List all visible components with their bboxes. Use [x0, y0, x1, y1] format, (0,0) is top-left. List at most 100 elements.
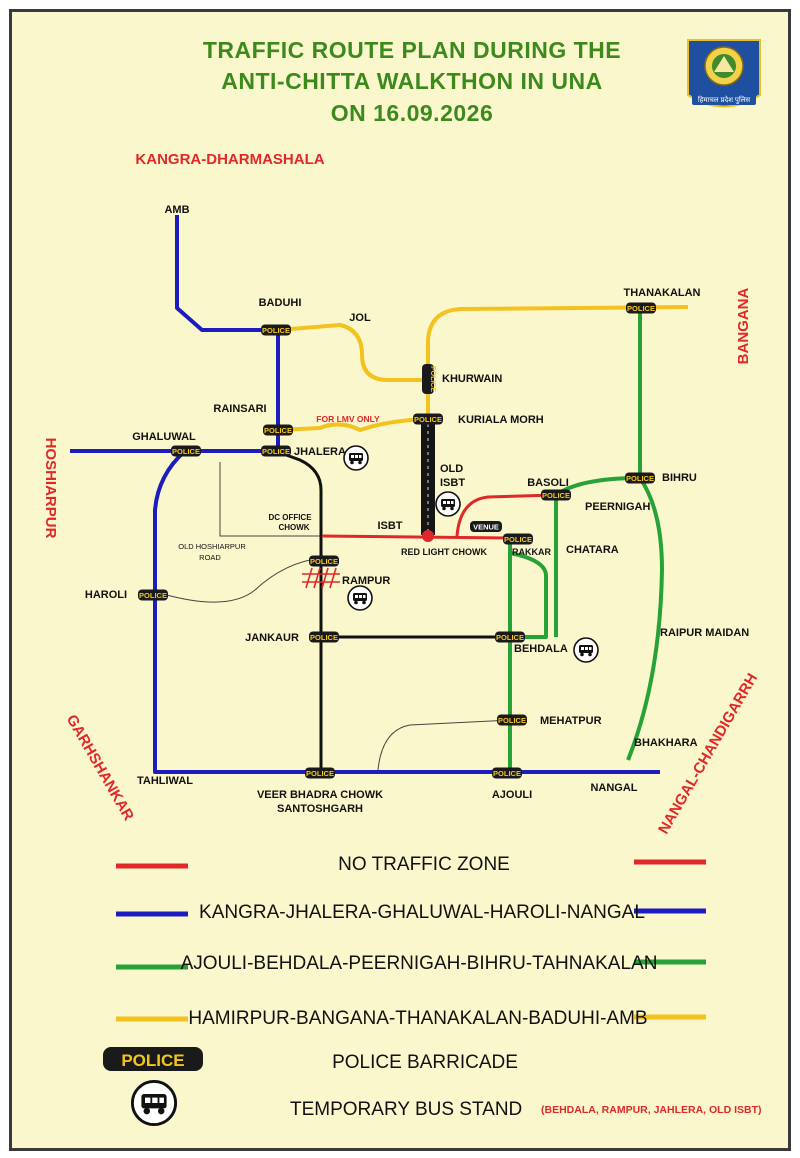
- himachal-police-emblem-icon: हिमाचल प्रदेश पुलिस: [687, 39, 761, 108]
- label-nangal: NANGAL: [590, 782, 637, 794]
- svg-text:POLICE: POLICE: [262, 326, 290, 335]
- label-basoli: BASOLI: [527, 477, 569, 489]
- label-baduhi: BADUHI: [259, 297, 302, 309]
- old-isbt-closed-road: [421, 420, 435, 535]
- police-barricade: POLICE: [541, 489, 571, 501]
- police-barricade: POLICE: [497, 714, 527, 726]
- police-barricade: POLICE: [413, 413, 443, 425]
- bus-stand-icon: [435, 491, 461, 517]
- police-barricade: POLICE: [171, 445, 201, 457]
- police-barricade: POLICE: [495, 631, 525, 643]
- svg-text:VENUE: VENUE: [473, 523, 499, 532]
- label-khurwain: KHURWAIN: [442, 373, 502, 385]
- region-hoshiarpur: HOSHIARPUR: [42, 438, 59, 539]
- svg-text:POLICE: POLICE: [504, 535, 532, 544]
- black-roads: [277, 450, 510, 772]
- label-dc-office-1: DC OFFICE: [268, 513, 312, 522]
- police-barricade: POLICE: [263, 424, 293, 436]
- title-line-1: TRAFFIC ROUTE PLAN DURING THE: [203, 37, 621, 63]
- police-barricade: POLICE: [138, 589, 168, 601]
- label-old-isbt-1: OLD: [440, 463, 463, 475]
- bus-stand-icon: [343, 445, 369, 471]
- legend-police-barricade: POLICE BARRICADE: [332, 1052, 518, 1073]
- label-old-hoshiarpur-1: OLD HOSHIARPUR: [178, 542, 246, 551]
- police-barricade: POLICE: [503, 533, 533, 545]
- police-barricade-khurwain: POLICE: [422, 364, 436, 394]
- title-line-2: ANTI-CHITTA WALKTHON IN UNA: [221, 68, 602, 94]
- emblem-text: हिमाचल प्रदेश पुलिस: [698, 95, 751, 104]
- title-line-3: ON 16.09.2026: [331, 100, 494, 126]
- label-mehatpur: MEHATPUR: [540, 715, 602, 727]
- svg-text:POLICE: POLICE: [414, 415, 442, 424]
- region-nangal-chandigarh: NANGAL-CHANDIGARRH: [655, 670, 761, 837]
- label-red-light-chowk: RED LIGHT CHOWK: [401, 547, 487, 557]
- green-route: [508, 307, 664, 772]
- legend: NO TRAFFIC ZONE KANGRA-JHALERA-GHALUWAL-…: [103, 854, 762, 1127]
- label-jol: JOL: [349, 312, 371, 324]
- label-jankaur: JANKAUR: [245, 632, 299, 644]
- legend-temporary-bus-stand: TEMPORARY BUS STAND: [290, 1099, 522, 1120]
- label-bihru: BIHRU: [662, 472, 697, 484]
- svg-text:POLICE: POLICE: [121, 1051, 184, 1070]
- label-bhakhara: BHAKHARA: [634, 737, 698, 749]
- bus-stand-icon: [347, 585, 373, 611]
- label-dc-office-2: CHOWK: [278, 523, 309, 532]
- venue-badge: VENUE: [470, 521, 502, 532]
- minor-roads: [162, 462, 513, 771]
- svg-text:POLICE: POLICE: [493, 769, 521, 778]
- label-rakkar: RAKKAR: [512, 547, 551, 557]
- label-old-isbt-2: ISBT: [440, 477, 465, 489]
- label-haroli: HAROLI: [85, 589, 127, 601]
- region-garhshankar: GARHSHANKAR: [63, 712, 137, 824]
- label-jhalera: JHALERA: [294, 446, 346, 458]
- legend-blue-route: KANGRA-JHALERA-GHALUWAL-HAROLI-NANGAL: [199, 902, 645, 923]
- legend-no-traffic-zone: NO TRAFFIC ZONE: [338, 854, 510, 875]
- police-barricade: POLICE: [626, 302, 656, 314]
- police-barricade: POLICE: [309, 555, 339, 567]
- label-veer-bhadra-2: SANTOSHGARH: [277, 803, 363, 815]
- label-isbt: ISBT: [377, 520, 402, 532]
- svg-text:POLICE: POLICE: [429, 366, 436, 392]
- legend-police-badge: POLICE: [103, 1047, 203, 1071]
- svg-text:POLICE: POLICE: [310, 557, 338, 566]
- svg-text:POLICE: POLICE: [626, 474, 654, 483]
- label-old-hoshiarpur-2: ROAD: [199, 553, 221, 562]
- label-kuriala-morh: KURIALA MORH: [458, 414, 544, 426]
- svg-text:POLICE: POLICE: [262, 447, 290, 456]
- label-behdala: BEHDALA: [514, 643, 568, 655]
- police-barricades: POLICE POLICE POLICE POLICE POLICE POLICE POLI…: [138, 302, 656, 779]
- svg-text:POLICE: POLICE: [172, 447, 200, 456]
- label-ghaluwal: GHALUWAL: [132, 431, 196, 443]
- police-barricade: POLICE: [492, 767, 522, 779]
- svg-text:POLICE: POLICE: [306, 769, 334, 778]
- label-tahliwal: TAHLIWAL: [137, 775, 193, 787]
- legend-green-route: AJOULI-BEHDALA-PEERNIGAH-BIHRU-TAHNAKALA…: [181, 953, 658, 974]
- legend-bus-stand-icon: [130, 1079, 178, 1127]
- svg-text:POLICE: POLICE: [627, 304, 655, 313]
- label-rampur: RAMPUR: [342, 575, 390, 587]
- police-barricade: POLICE: [305, 767, 335, 779]
- region-kangra: KANGRA-DHARMASHALA: [135, 151, 324, 168]
- region-bangana: BANGANA: [735, 288, 752, 365]
- red-route: [321, 493, 557, 540]
- red-light-chowk-marker: [422, 530, 434, 542]
- police-barricade: POLICE: [625, 472, 655, 484]
- bus-stand-icon: [573, 637, 599, 663]
- label-for-lmv-only: FOR LMV ONLY: [316, 414, 380, 424]
- label-chatara: CHATARA: [566, 544, 619, 556]
- svg-text:POLICE: POLICE: [498, 716, 526, 725]
- label-raipur-maidan: RAIPUR MAIDAN: [660, 627, 749, 639]
- svg-text:POLICE: POLICE: [264, 426, 292, 435]
- label-peernigah: PEERNIGAH: [585, 501, 650, 513]
- police-barricade: POLICE: [261, 324, 291, 336]
- svg-text:POLICE: POLICE: [542, 491, 570, 500]
- label-thanakalan: THANAKALAN: [624, 287, 701, 299]
- svg-text:POLICE: POLICE: [310, 633, 338, 642]
- svg-text:POLICE: POLICE: [496, 633, 524, 642]
- police-barricade: POLICE: [309, 631, 339, 643]
- label-rainsari: RAINSARI: [213, 403, 266, 415]
- label-ajouli: AJOULI: [492, 789, 532, 801]
- svg-text:POLICE: POLICE: [139, 591, 167, 600]
- label-amb: AMB: [164, 204, 189, 216]
